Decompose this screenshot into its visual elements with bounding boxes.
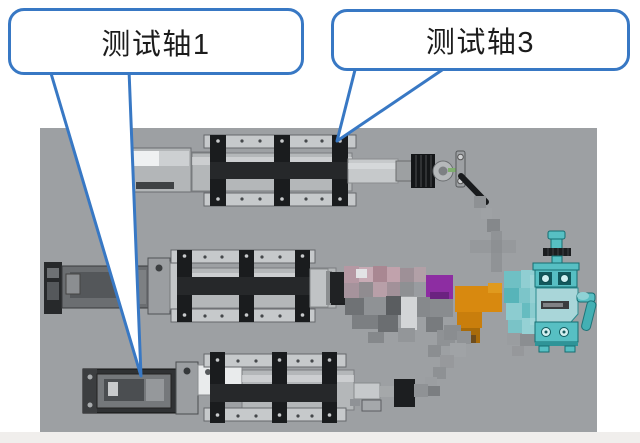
pixelated-specimen-region bbox=[330, 266, 539, 398]
gray-mosaic bbox=[345, 296, 455, 346]
top-actuator-axis3 bbox=[124, 134, 516, 272]
teal-load-fixture bbox=[532, 230, 597, 353]
fixture-handle bbox=[576, 292, 597, 331]
bottom-piston-rod bbox=[350, 379, 440, 412]
callout-axis3: 测试轴3 bbox=[331, 9, 630, 71]
upper-pixel-trail bbox=[470, 196, 516, 272]
top-bracket-frame bbox=[203, 134, 357, 207]
callout-axis3-label: 测试轴3 bbox=[425, 27, 536, 59]
bottom-actuator-axis1 bbox=[82, 352, 440, 423]
top-motor bbox=[124, 147, 192, 193]
footer-strip bbox=[0, 432, 640, 443]
middle-actuator-axis2 bbox=[44, 249, 345, 323]
callout-axis1-label: 测试轴1 bbox=[101, 28, 211, 61]
pink-mosaic bbox=[344, 266, 426, 298]
bottom-bracket-frame bbox=[203, 352, 347, 423]
teal-mosaic bbox=[504, 270, 539, 356]
orange-mosaic bbox=[455, 283, 502, 343]
middle-bracket-frame bbox=[170, 249, 316, 323]
fixture-knob-disc bbox=[543, 248, 571, 256]
callout-axis1: 测试轴1 bbox=[8, 8, 304, 75]
bottom-motor bbox=[82, 368, 177, 414]
top-piston-rod bbox=[347, 150, 489, 205]
purple-mosaic bbox=[426, 275, 453, 300]
bottom-end-block bbox=[394, 379, 415, 407]
bracket-bolts-dark bbox=[240, 139, 324, 201]
bracket-bolts-light bbox=[216, 139, 342, 201]
